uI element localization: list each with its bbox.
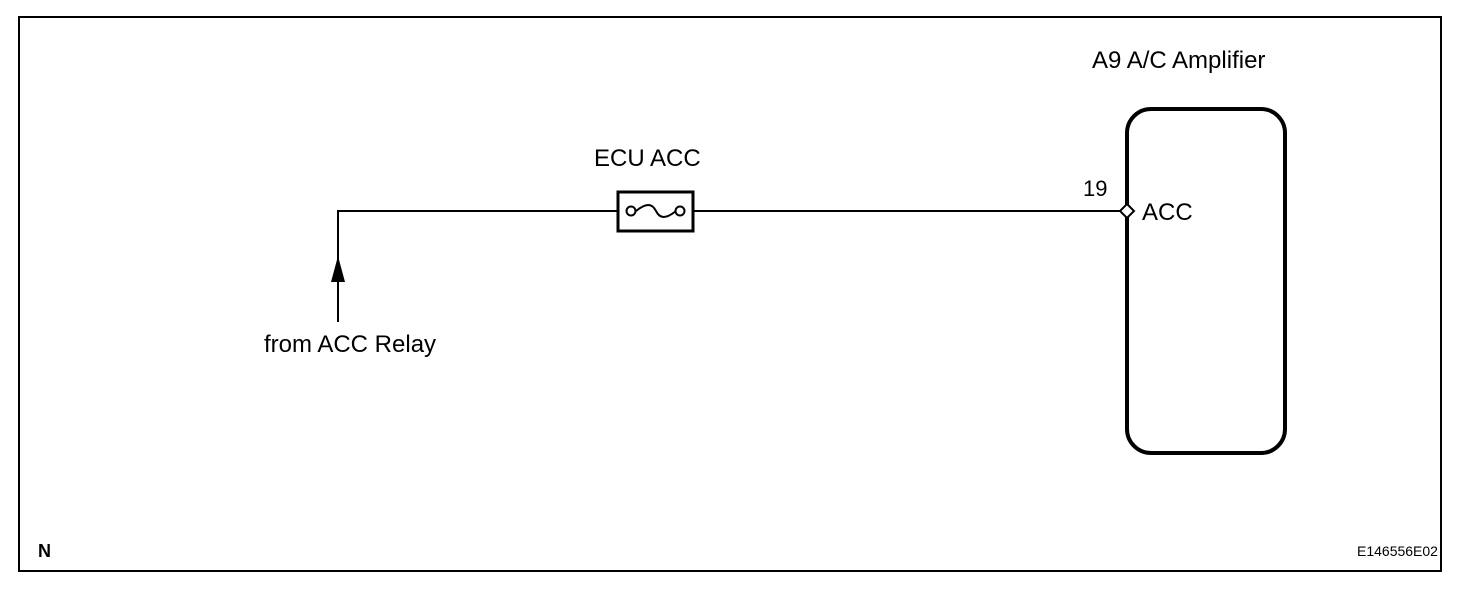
fuse-terminal-right	[674, 205, 686, 217]
location-code: N	[38, 541, 51, 561]
source-arrow-icon	[331, 256, 345, 282]
fuse-terminal-left	[625, 205, 637, 217]
wire-relay-to-fuse	[337, 210, 618, 322]
amplifier-box	[1125, 107, 1287, 455]
figure-code: E146556E02	[1357, 543, 1438, 559]
fuse-label: ECU ACC	[594, 145, 701, 172]
terminal-name: ACC	[1142, 199, 1193, 226]
component-title: A9 A/C Amplifier	[1092, 47, 1266, 74]
fuse-link	[635, 204, 677, 218]
source-label: from ACC Relay	[264, 331, 437, 358]
terminal-connector-icon	[1118, 202, 1136, 220]
terminal-number: 19	[1083, 176, 1108, 201]
diagram-frame	[18, 16, 1442, 572]
